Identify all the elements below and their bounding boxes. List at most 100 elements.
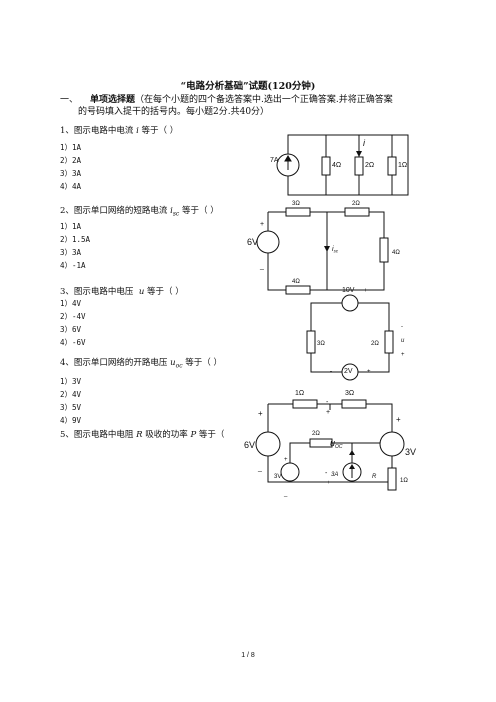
- circuit-2-voltage-label: 6V: [247, 237, 258, 247]
- circuit-4-r-mid-label: 2Ω: [312, 431, 320, 437]
- circuit-1-r2-label: 2Ω: [365, 162, 374, 169]
- circuit-2: 3Ω 2Ω 4Ω 4Ω 6V + _ isc: [247, 201, 400, 295]
- circuit-3-plus-top: +: [364, 288, 368, 294]
- circuit-2-plus: +: [260, 221, 264, 228]
- resistor-icon: [379, 237, 389, 263]
- circuit-2-r-top2-label: 2Ω: [352, 201, 360, 207]
- question-2-stem: 2、图示单口网络的短路电流 isc 等于（ ）: [60, 206, 219, 218]
- circuit-1-source-label: 7A: [270, 157, 279, 164]
- voltage-source-icon: [341, 363, 359, 381]
- circuit-1-r3-label: 1Ω: [398, 162, 407, 169]
- section-number: 一、: [60, 95, 79, 105]
- circuit-4-r-top1-label: 1Ω: [295, 390, 304, 397]
- circuit-2-isc-label: isc: [332, 246, 339, 254]
- question-1-option: 4）4A: [60, 182, 82, 191]
- voltage-source-icon: [341, 294, 359, 312]
- question-5-stem: 5、图示电路中电阻 R 吸收的功率 P 等于（: [60, 430, 225, 440]
- resistor-icon: [354, 156, 364, 176]
- circuit-3-plus-bottom: +: [367, 369, 371, 375]
- question-2-option: 2）1.5A: [60, 235, 91, 244]
- resistor-icon: [321, 156, 331, 176]
- question-2-option: 4）-1A: [60, 261, 86, 270]
- circuit-4-plus-small: +: [284, 457, 288, 463]
- question-3-option: 3）6V: [60, 325, 82, 334]
- question-3-option: 1）4V: [60, 299, 82, 308]
- resistor-icon: [387, 467, 397, 491]
- circuit-4-minus-left: _: [257, 465, 262, 472]
- circuit-2-r-top1-label: 3Ω: [292, 201, 300, 207]
- question-4-option: 3）5V: [60, 403, 82, 412]
- circuit-3-source2-label: 2V: [344, 368, 353, 375]
- circuit-2-r-right-label: 4Ω: [392, 250, 400, 256]
- section-instructions-1: （在每个小题的四个备选答案中.选出一个正确答案.并将正确答案: [135, 95, 393, 105]
- resistor-icon: [306, 330, 316, 354]
- circuit-1-r1-label: 4Ω: [332, 162, 341, 169]
- section-instructions-2: 的号码填入提干的括号内。每小题2分.共40分）: [78, 107, 270, 117]
- circuit-3-r-left-label: 3Ω: [317, 341, 325, 347]
- question-3-stem: 3、图示电路中电压 u 等于（ ）: [60, 287, 184, 297]
- circuit-3-minus-bottom: -: [330, 369, 332, 375]
- question-4-option: 4）9V: [60, 416, 82, 425]
- question-3-option: 2）-4V: [60, 312, 86, 321]
- page-number: 1 / 8: [241, 652, 255, 659]
- circuit-3-plus-right: +: [401, 352, 405, 358]
- question-4-option: 1）3V: [60, 377, 82, 386]
- voltage-source-icon: [280, 462, 300, 482]
- voltage-source-icon: [256, 230, 280, 254]
- circuit-2-r-bottom-label: 4Ω: [292, 279, 300, 285]
- circuit-4-plus-mid: +: [326, 409, 330, 416]
- current-arrow-head-icon: [284, 155, 292, 162]
- circuit-4-v-small-label: 3V: [274, 474, 281, 480]
- current-arrow-head-icon: [349, 450, 355, 455]
- circuit-2-wire: [267, 211, 385, 291]
- question-1-option: 2）2A: [60, 156, 82, 165]
- voltage-source-icon: [379, 431, 405, 457]
- circuit-4-minus-top: -: [326, 399, 329, 406]
- current-arrow-head-icon: [324, 246, 330, 252]
- question-1-stem: 1、图示电路中电流 i 等于（ ）: [60, 126, 179, 136]
- current-arrow-head-icon: [356, 151, 362, 157]
- circuit-4-minus-small: _: [283, 491, 288, 497]
- circuit-3-wire: [310, 302, 390, 373]
- question-1-option: 3）3A: [60, 169, 82, 178]
- circuit-4-minus-isrc: -: [325, 470, 328, 477]
- circuit-4-r-top2-label: 3Ω: [345, 390, 354, 397]
- circuit-4-R-label: R: [372, 474, 377, 480]
- circuit-4-r-load-label: 1Ω: [400, 478, 408, 484]
- resistor-icon: [344, 207, 370, 217]
- circuit-4-isrc-label: 3A: [331, 472, 338, 478]
- question-2-option: 1）1A: [60, 222, 82, 231]
- current-arrow-head-icon: [349, 464, 355, 469]
- resistor-icon: [387, 156, 397, 176]
- circuit-4-plus-right: +: [396, 415, 401, 424]
- circuit-4: 1Ω 3Ω - + 2Ω uOC + 6V _ + 3V + 3V _ - 3A…: [244, 390, 416, 497]
- question-2-option: 3）3A: [60, 248, 82, 257]
- circuit-3-r-right-label: 2Ω: [371, 341, 379, 347]
- question-3-option: 4）-6V: [60, 338, 86, 347]
- circuit-4-v-right-label: 3V: [405, 447, 416, 457]
- resistor-icon: [285, 285, 311, 295]
- circuit-3-minus-right: -: [401, 324, 403, 330]
- voltage-source-icon: [255, 431, 281, 457]
- question-4-option: 2）4V: [60, 390, 82, 399]
- resistor-icon: [292, 399, 318, 409]
- resistor-icon: [309, 438, 333, 448]
- question-4-stem: 4、图示单口网络的开路电压 uoc 等于（ ）: [60, 358, 222, 370]
- exam-title: “电路分析基础”试题(120分钟): [180, 81, 316, 92]
- circuit-2-minus: _: [259, 263, 264, 270]
- resistor-icon: [384, 330, 394, 354]
- circuit-4-v-left-label: 6V: [244, 440, 255, 450]
- circuit-1: 7A 4Ω 2Ω 1Ω i: [270, 134, 409, 196]
- circuit-3: 10V + 3Ω 2Ω - u + 2V - +: [306, 287, 405, 381]
- circuit-4-plus-isrc: +: [327, 480, 330, 486]
- section-heading: 单项选择题: [90, 95, 136, 105]
- circuit-1-current-label: i: [363, 138, 366, 148]
- circuit-3-u-label: u: [401, 338, 405, 344]
- resistor-icon: [285, 207, 311, 217]
- section-heading-line: 一、 单项选择题（在每个小题的四个备选答案中.选出一个正确答案.并将正确答案: [60, 92, 393, 105]
- circuit-3-source-label: 10V: [342, 287, 355, 294]
- question-1-option: 1）1A: [60, 143, 82, 152]
- resistor-icon: [341, 399, 367, 409]
- circuit-4-plus-left: +: [258, 409, 263, 418]
